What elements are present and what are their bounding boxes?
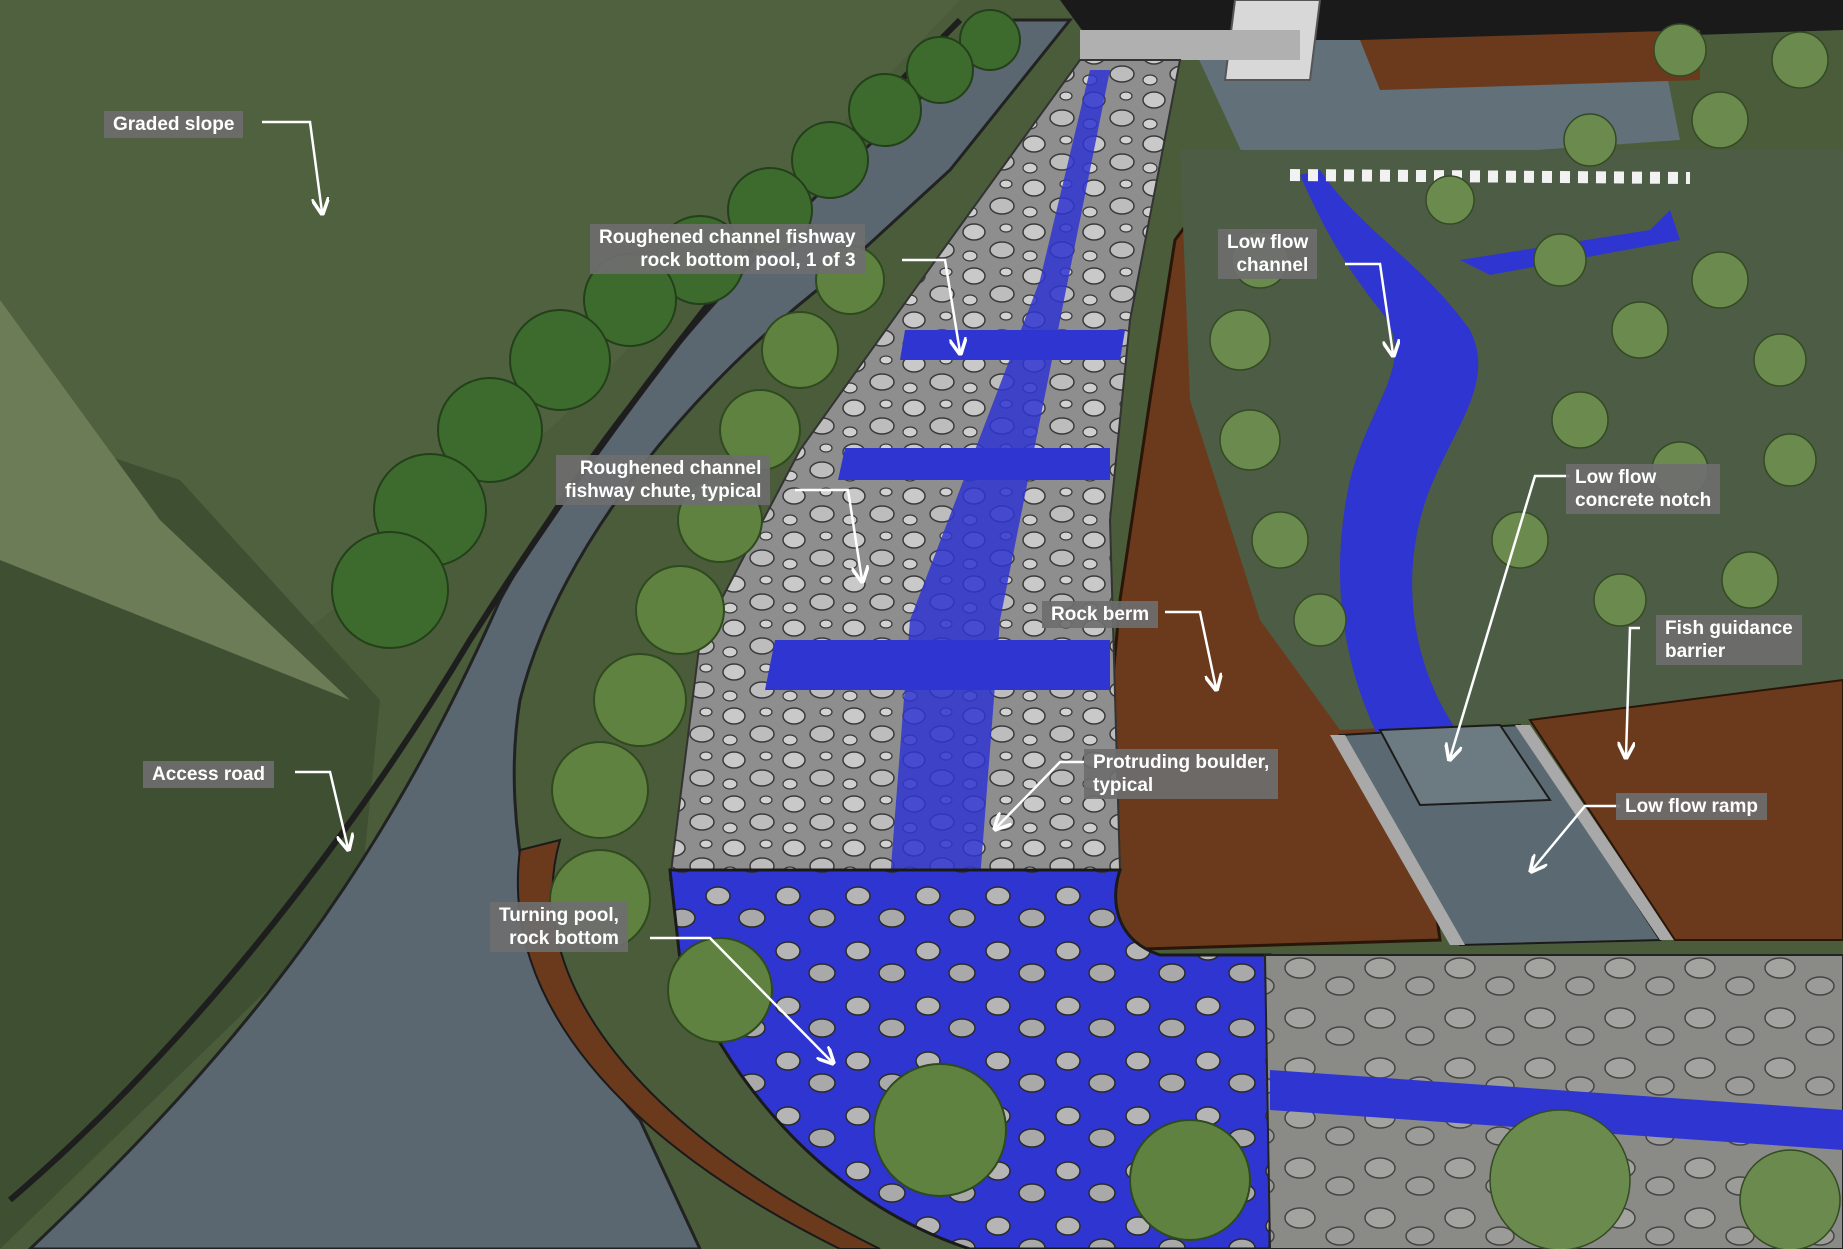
ramp-wall-right [1515,725,1675,940]
low-flow-branch [1460,210,1680,275]
label-fishway-chute: Roughened channel fishway chute, typical [556,455,771,505]
low-flow-channel [1300,170,1479,740]
leader-low-flow-ramp [1532,804,1620,870]
leader-access-road [295,770,348,848]
leader-protruding-boulder [996,760,1092,828]
leader-fish-guidance-barrier [1626,626,1640,756]
label-graded-slope: Graded slope [104,111,244,138]
rock-bottom-pool-1 [900,330,1125,360]
leader-lines [262,120,1640,1062]
label-low-flow-channel: Low flow channel [1218,229,1318,279]
leader-rock-berm [1165,610,1216,688]
rock-bottom-pool-2 [838,448,1110,480]
label-access-road: Access road [143,761,275,788]
tree-line-roadside [331,9,1021,649]
leader-fishway-chute [795,488,862,580]
turning-pool-rim [516,838,881,1249]
dam-wall [1080,30,1300,60]
label-fish-guidance-barrier: Fish guidance barrier [1656,615,1802,665]
leader-rock-bottom-pool [902,258,960,352]
leader-low-flow-channel [1345,262,1393,354]
rock-bottom-pool-3 [765,640,1110,690]
leader-concrete-notch [1450,474,1570,758]
upper-earth-right [1360,30,1700,90]
label-protruding-boulder: Protruding boulder, typical [1084,749,1279,799]
left-shaded-slope [0,420,380,1249]
leader-turning-pool [650,936,832,1062]
label-rock-berm: Rock berm [1042,601,1159,628]
label-rock-bottom-pool: Roughened channel fishway rock bottom po… [590,224,865,274]
leader-graded-slope [262,120,322,212]
label-concrete-notch: Low flow concrete notch [1566,464,1721,514]
ramp-wall-left [1330,735,1465,945]
label-turning-pool: Turning pool, rock bottom [490,902,628,952]
left-terrain-facets [0,300,350,700]
tree-grove-floodplain [1209,23,1841,1249]
label-low-flow-ramp: Low flow ramp [1616,793,1767,820]
fish-guidance-barrier-line [1289,169,1691,184]
